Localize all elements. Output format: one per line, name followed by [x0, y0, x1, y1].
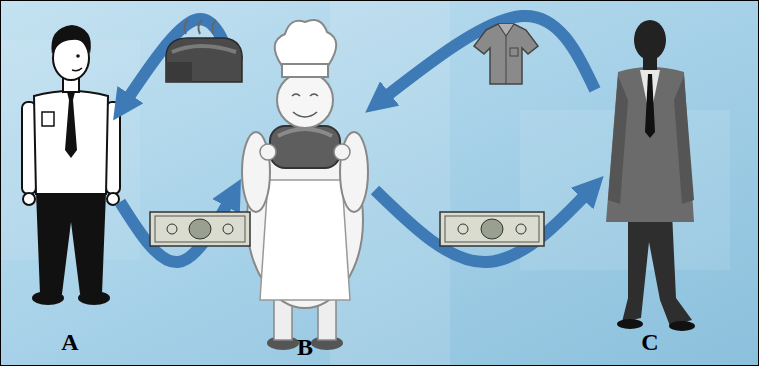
bread-loaf	[166, 38, 242, 82]
bread-icon	[166, 20, 242, 82]
shirt	[34, 91, 108, 194]
baker-figure	[242, 20, 368, 350]
dollar-bill	[440, 212, 544, 246]
head	[634, 20, 666, 60]
arm	[608, 76, 628, 204]
hair	[51, 25, 90, 54]
customer-figure	[22, 25, 120, 305]
hat-band	[282, 64, 328, 77]
bread-end	[166, 62, 192, 82]
person-node: C	[595, 15, 705, 355]
bill-paper	[440, 212, 544, 246]
node-text-group: B	[235, 334, 375, 360]
shirt-collar	[498, 24, 514, 36]
eye	[310, 94, 318, 96]
tailor-figure	[606, 20, 695, 331]
bill-seal	[167, 224, 177, 234]
eye	[292, 94, 300, 96]
bill-border	[445, 216, 539, 242]
bill-paper	[150, 212, 250, 246]
figure-letter: C	[641, 329, 658, 355]
node-text-group: C	[595, 329, 705, 355]
bread-crust	[172, 46, 236, 52]
shoe	[669, 321, 695, 331]
shoe	[617, 319, 643, 329]
shirt-pocket	[510, 48, 518, 56]
shirt	[474, 24, 538, 84]
trousers	[36, 192, 106, 294]
figure-letter: B	[297, 334, 313, 360]
hand	[260, 144, 276, 160]
bill-seal	[516, 224, 526, 234]
shirt-icon	[474, 24, 538, 84]
held-bread	[270, 126, 340, 168]
bill-portrait	[189, 219, 211, 239]
exchange-arrow	[375, 16, 595, 105]
node-text-group: A	[20, 329, 120, 355]
dollar-bill	[150, 212, 250, 246]
figure-letter: A	[61, 329, 78, 355]
steam	[184, 20, 216, 34]
apron	[260, 180, 350, 300]
shirt-pocket	[42, 112, 54, 126]
bill-border	[155, 216, 245, 242]
person-node: B	[235, 20, 375, 360]
mouth	[72, 68, 82, 71]
trousers	[622, 212, 692, 326]
smile	[293, 112, 317, 117]
bill-seal	[458, 224, 468, 234]
shirt-placket	[506, 36, 507, 84]
bill-portrait	[481, 219, 503, 239]
bill-seal	[223, 224, 233, 234]
tie	[65, 92, 77, 158]
hand	[23, 193, 35, 205]
hand	[107, 193, 119, 205]
chef-hat	[275, 20, 337, 66]
eye	[76, 54, 80, 58]
tie	[645, 74, 655, 138]
jacket	[606, 67, 694, 222]
hand	[334, 144, 350, 160]
bread-crust	[278, 129, 332, 136]
person-node: A	[20, 15, 120, 355]
face	[277, 72, 333, 128]
arm	[674, 76, 694, 204]
exchange-arrow	[375, 185, 595, 262]
